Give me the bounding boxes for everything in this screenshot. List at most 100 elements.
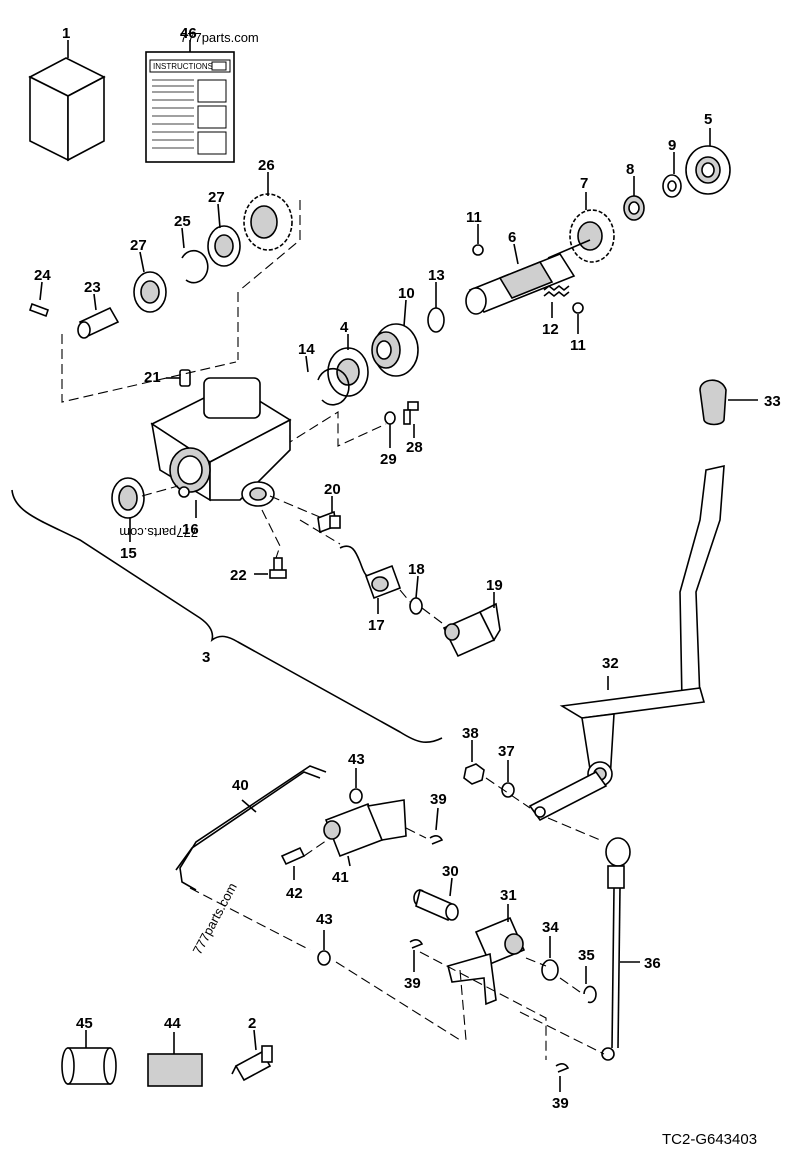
callout-39-lower: 39 <box>552 1095 569 1112</box>
part-11-ball-upper <box>472 244 484 256</box>
callout-46: 46 <box>180 25 197 42</box>
part-39-cotter-pin-upper <box>429 835 444 845</box>
callout-37: 37 <box>498 743 515 760</box>
callout-8: 8 <box>626 161 634 178</box>
figure-code: TC2-G643403 <box>662 1131 757 1148</box>
callout-30: 30 <box>442 863 459 880</box>
part-4-bearing <box>327 347 369 397</box>
part-2-switch <box>231 1045 273 1082</box>
part-44-decal <box>147 1053 203 1087</box>
part-26-gear <box>243 193 293 251</box>
callout-41: 41 <box>332 869 349 886</box>
callout-29: 29 <box>380 451 397 468</box>
part-8-needle-bearing <box>623 195 645 221</box>
part-38-nut <box>463 763 485 785</box>
part-27-bearing-upper <box>207 225 241 267</box>
callout-2: 2 <box>248 1015 256 1032</box>
part-29-washer <box>384 411 396 425</box>
callout-44: 44 <box>164 1015 181 1032</box>
part-24-roll-pin <box>28 302 50 318</box>
part-33-knob <box>699 379 727 426</box>
part-18-o-ring <box>409 597 423 615</box>
part-16-gearbox-housing <box>150 377 292 507</box>
part-39-cotter-pin-middle <box>409 939 424 949</box>
callout-7: 7 <box>580 175 588 192</box>
part-30-pivot <box>413 888 459 922</box>
watermark-middle: 777parts.com <box>119 525 198 540</box>
callout-33: 33 <box>764 393 781 410</box>
part-39-cotter-pin-lower <box>555 1063 570 1073</box>
callout-25: 25 <box>174 213 191 230</box>
callout-15: 15 <box>120 545 137 562</box>
callout-19: 19 <box>486 577 503 594</box>
callout-5: 5 <box>704 111 712 128</box>
part-37-washer <box>501 782 515 798</box>
part-42-pin <box>280 846 306 866</box>
part-14-snap-ring <box>317 367 350 406</box>
callout-18: 18 <box>408 561 425 578</box>
callout-10: 10 <box>398 285 415 302</box>
part-5-bearing <box>685 145 731 195</box>
part-19-bracket <box>442 602 501 658</box>
callout-17: 17 <box>368 617 385 634</box>
callout-40: 40 <box>232 777 249 794</box>
part-40-rod <box>175 765 327 891</box>
callout-20: 20 <box>324 481 341 498</box>
callout-12: 12 <box>542 321 559 338</box>
part-35-snap-ring <box>583 985 597 1004</box>
callout-3: 3 <box>202 649 210 666</box>
part-46-manual: INSTRUCTIONS <box>145 51 235 163</box>
part-45-bushing <box>61 1047 117 1085</box>
callout-31: 31 <box>500 887 517 904</box>
callout-34: 34 <box>542 919 559 936</box>
manual-heading: INSTRUCTIONS <box>153 62 213 71</box>
callout-35: 35 <box>578 947 595 964</box>
part-12-spring <box>543 284 570 298</box>
callout-1: 1 <box>62 25 70 42</box>
callout-32: 32 <box>602 655 619 672</box>
part-15-seal <box>111 477 145 519</box>
callout-26: 26 <box>258 157 275 174</box>
callout-27-lower: 27 <box>130 237 147 254</box>
callout-11-lower: 11 <box>570 337 586 354</box>
part-20-bolt <box>317 510 341 534</box>
part-7-gear <box>569 209 615 263</box>
part-36-rod <box>601 837 631 1061</box>
part-10-coupler <box>371 323 419 377</box>
callout-43-upper: 43 <box>348 751 365 768</box>
watermark-top: 777parts.com <box>180 30 259 45</box>
part-28-bolt <box>403 401 419 425</box>
part-17-shift-shaft <box>339 545 402 600</box>
callout-28: 28 <box>406 439 423 456</box>
assembly-3-brace <box>11 489 443 744</box>
part-1-box <box>28 57 106 162</box>
callout-45: 45 <box>76 1015 93 1032</box>
part-32-lever <box>528 464 725 822</box>
part-43-washer-lower <box>317 950 331 966</box>
callout-39-middle: 39 <box>404 975 421 992</box>
callout-6: 6 <box>508 229 516 246</box>
callout-42: 42 <box>286 885 303 902</box>
callout-39-upper: 39 <box>430 791 447 808</box>
callout-23: 23 <box>84 279 101 296</box>
callout-24: 24 <box>34 267 51 284</box>
part-41-bracket <box>323 799 407 858</box>
part-6-shaft <box>465 239 591 315</box>
part-31-bracket <box>447 916 526 1006</box>
callout-11-upper: 11 <box>466 209 482 226</box>
callout-22: 22 <box>230 567 247 584</box>
callout-21: 21 <box>144 369 161 386</box>
part-11-ball-lower <box>572 302 584 314</box>
part-27-bearing-lower <box>133 271 167 313</box>
part-25-snap-ring <box>181 249 209 284</box>
part-9-washer <box>662 174 682 198</box>
part-13-snap-ring <box>427 307 445 333</box>
callout-43-lower: 43 <box>316 911 333 928</box>
callout-14: 14 <box>298 341 315 358</box>
callout-38: 38 <box>462 725 479 742</box>
callout-16: 16 <box>182 521 199 538</box>
callout-labels: 1 46 5 9 8 7 26 27 11 25 6 27 24 13 23 1… <box>34 25 781 1112</box>
callout-27-upper: 27 <box>208 189 225 206</box>
part-22-bolt <box>269 557 287 579</box>
